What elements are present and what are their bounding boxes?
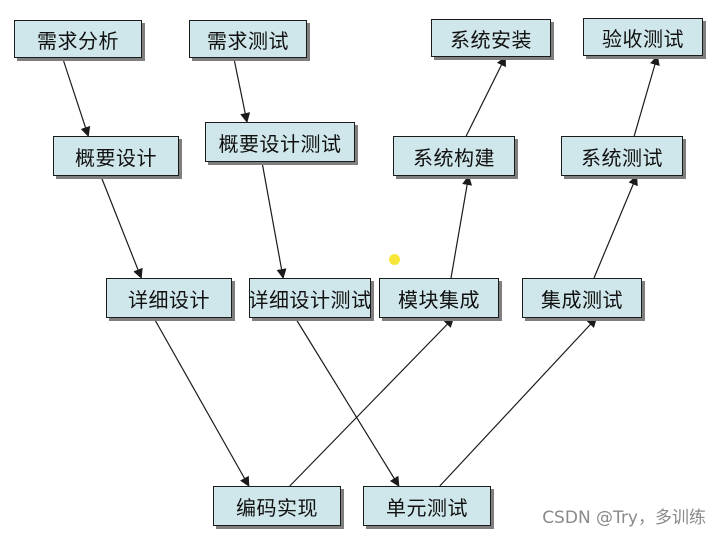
arrow-detail_design-to-coding bbox=[153, 317, 250, 487]
arrow-detail_design_test-to-unit_test bbox=[294, 317, 400, 487]
node-detailed-design-test: 详细设计测试 bbox=[249, 278, 371, 318]
arrow-high_design-to-detail_design bbox=[100, 175, 143, 279]
node-system-test: 系统测试 bbox=[561, 136, 683, 176]
arrow-unit_test-to-integration_test bbox=[439, 317, 598, 487]
node-coding: 编码实现 bbox=[213, 486, 341, 526]
node-integration-test: 集成测试 bbox=[522, 278, 642, 318]
node-detailed-design: 详细设计 bbox=[106, 278, 232, 318]
arrow-module_integration-to-sys_build bbox=[450, 175, 473, 279]
node-requirements-test: 需求测试 bbox=[189, 20, 307, 58]
arrow-req_analysis-to-high_design bbox=[62, 57, 91, 137]
node-high-level-design-test: 概要设计测试 bbox=[205, 122, 355, 162]
arrow-high_design_test-to-detail_design_test bbox=[261, 161, 287, 279]
arrow-req_test-to-high_design_test bbox=[233, 57, 251, 123]
node-system-installation: 系统安装 bbox=[431, 19, 551, 57]
arrow-sys_test-to-acceptance_test bbox=[633, 55, 660, 137]
node-module-integration: 模块集成 bbox=[379, 278, 499, 318]
node-high-level-design: 概要设计 bbox=[53, 136, 179, 176]
arrow-sys_build-to-sys_install bbox=[465, 56, 506, 137]
node-system-build: 系统构建 bbox=[393, 136, 515, 176]
watermark: CSDN @Try，多训练 bbox=[542, 508, 706, 528]
arrow-integration_test-to-sys_test bbox=[593, 175, 638, 279]
arrow-coding-to-module_integration bbox=[289, 317, 455, 487]
node-unit-test: 单元测试 bbox=[363, 486, 491, 526]
highlight-dot bbox=[389, 254, 400, 265]
node-acceptance-test: 验收测试 bbox=[583, 18, 703, 56]
node-requirements-analysis: 需求分析 bbox=[14, 20, 142, 58]
